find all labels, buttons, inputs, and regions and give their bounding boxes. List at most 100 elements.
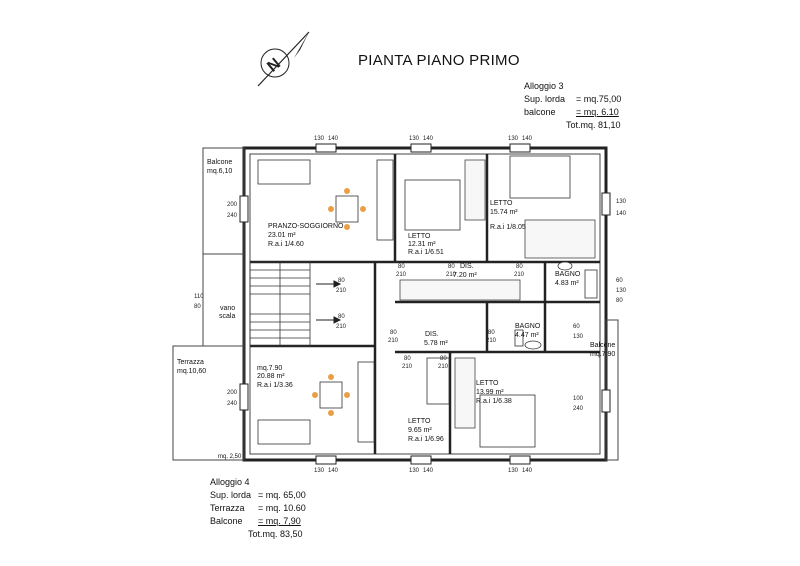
terrazza-bottom-area: mq. 2,50 [218,454,242,460]
alloggio4-total: Tot.mq. 83,50 [248,529,303,539]
door-dim-label: 80 [448,264,455,270]
north-arrow-icon: N [257,31,310,87]
terrazza-area: mq.10,60 [177,368,206,375]
dis1-label: DIS. [460,263,474,270]
terrazza-label: Terrazza [177,359,204,366]
bed-icon [509,155,571,199]
bagno1-area: 4.83 m² [555,280,579,287]
alloggio3-total: Tot.mq. 81,10 [566,120,621,130]
door-dim-label: 80 [488,330,495,336]
door-dim-label: 80 [338,278,345,284]
window [601,192,611,216]
door-dim-label: 210 [514,272,525,278]
door-dim-label: 210 [336,288,347,294]
door-dim-label: 80 [404,356,411,362]
dim-label: 200 [227,390,238,396]
letto3-area: 13.99 m² [476,389,504,396]
alloggio4-terrazza-label: Terrazza [210,503,245,513]
dim-label: 240 [227,401,238,407]
letto3-label: LETTO [476,380,499,387]
soggiorno2-rai: R.a.i 1/3.36 [257,382,293,389]
sink-icon [524,340,542,350]
soggiorno2-area: 20.88 m² [257,373,285,380]
dim-label: 130 [314,136,325,142]
balcone-nw-label: Balcone [207,159,232,166]
letto1-label: LETTO [408,233,431,240]
dim-label: 140 [423,136,434,142]
toilet-icon [514,329,524,347]
alloggio4-sup-label: Sup. lorda [210,490,252,500]
dim-label: 130 [314,468,325,474]
window [410,143,432,153]
window [315,455,337,465]
door-dim-label: 210 [438,364,449,370]
door-dim-label: 210 [336,324,347,330]
dim-label: 200 [227,202,238,208]
dim-label: 240 [227,213,238,219]
door-dim-label: 210 [402,364,413,370]
alloggio3-summary: Alloggio 3 Sup. lorda = mq.75,00 balcone =… [524,80,634,132]
dim-label: 140 [616,211,627,217]
dim-label: 110 [194,294,204,300]
letto2-area: 15.74 m² [490,209,518,216]
dim-label: 140 [328,136,339,142]
door-dim-label: 210 [446,272,457,278]
door-dim-label: 80 [398,264,405,270]
dim-label: 60 [616,278,623,284]
alloggio4-balcone-value: = mq. 7,90 [258,516,301,526]
dim-label: 80 [616,298,623,304]
door-dim-label: 80 [390,330,397,336]
letto4-area: 9.65 m² [408,427,432,434]
dim-label: 140 [423,468,434,474]
balcone-e-area: mq.7.90 [590,351,615,358]
alloggio3-heading: Alloggio 3 [524,81,564,91]
alloggio3-balcone-label: balcone [524,107,556,117]
window [315,143,337,153]
door-dim-label: 80 [440,356,447,362]
alloggio3-sup-label: Sup. lorda [524,94,566,104]
letto1-area: 12.31 m² [408,241,436,248]
kitchen-counter [376,159,394,241]
bagno2-label: BAGNO [515,323,541,330]
alloggio4-terrazza-value: = mq. 10.60 [258,503,306,513]
alloggio4-balcone-label: Balcone [210,516,243,526]
bagno1-label: BAGNO [555,271,581,278]
window [239,383,249,411]
wardrobe [524,219,596,259]
bagno2-area: 4.47 m² [515,332,539,339]
dis2-area: 5.78 m² [424,340,448,347]
window [509,455,531,465]
alloggio3-balcone-value: = mq. 6.10 [576,107,619,117]
wardrobe [399,279,521,301]
door-dim-label: 210 [486,338,497,344]
svg-text:N: N [264,55,284,75]
letto4-label: LETTO [408,418,431,425]
door-dim-label: 80 [338,314,345,320]
sink-icon [557,261,573,271]
dim-label: 130 [616,288,627,294]
dim-label: 140 [522,468,533,474]
dim-label: 60 [573,324,580,330]
pranzo-label: PRANZO-SOGGIORNO [268,223,344,230]
balcone-nw-area: mq.6,10 [207,168,232,175]
dim-label: 140 [522,136,533,142]
sofa-icon [257,159,311,185]
window [509,143,531,153]
bed-icon [479,394,536,448]
pranzo-area: 23.01 m² [268,232,296,239]
window [410,455,432,465]
dim-label: 240 [573,406,584,412]
balcone-e-label: Balcone [590,342,615,349]
alloggio3-sup-value: = mq.75,00 [576,94,622,104]
dim-label: 130 [616,199,627,205]
bed-icon [426,357,450,405]
pranzo-rai: R.a.i 1/4.60 [268,241,304,248]
alloggio4-summary: Alloggio 4 Sup. lorda= mq. 65,00 Terrazz… [210,476,330,541]
letto2-label: LETTO [490,200,513,207]
dim-label: 130 [508,136,519,142]
dim-label: 130 [409,136,420,142]
letto2-rai: R.a.i 1/8.05 [490,224,526,231]
dim-label: 130 [409,468,420,474]
dis1-area: 7.20 m² [453,272,477,279]
staircase [249,261,311,347]
